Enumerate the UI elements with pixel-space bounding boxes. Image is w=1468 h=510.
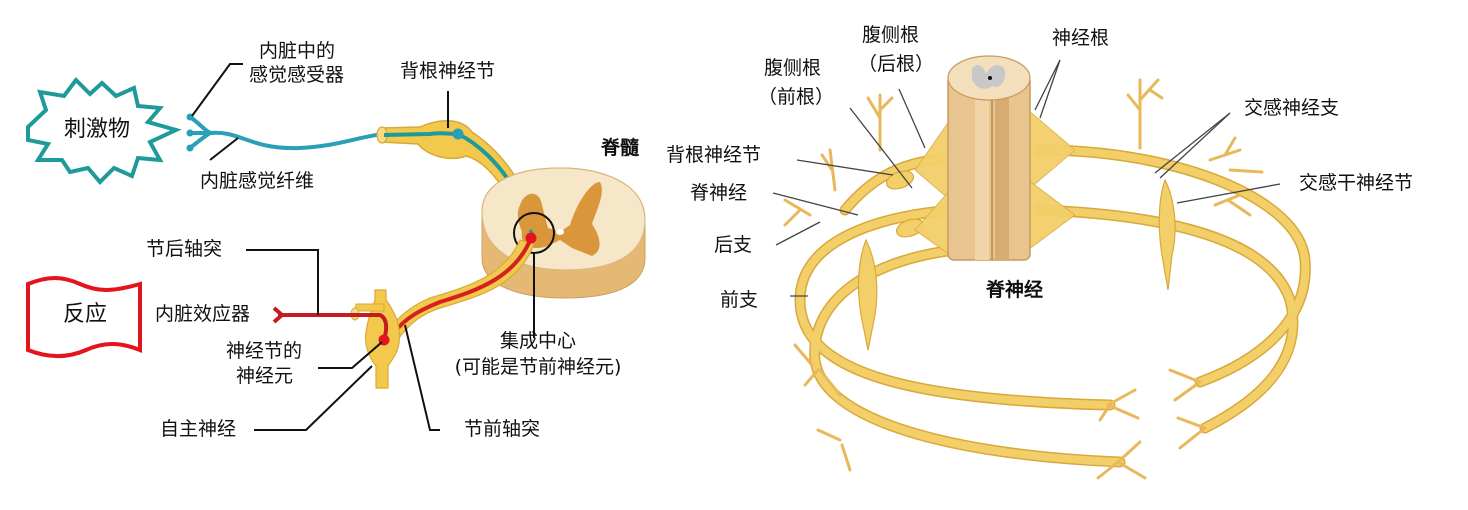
visceral-effector-label: 内脏效应器 [155, 303, 251, 325]
autonomic-nerve-label: 自主神经 [160, 418, 237, 440]
anterior-ramus-label: 前支 [720, 289, 759, 311]
postganglionic-axon-label: 节后轴突 [146, 238, 223, 260]
posterior-ramus-label: 后支 [714, 234, 753, 256]
preganglionic-axon-path [384, 237, 533, 344]
ganglion-neuron-label-1: 神经节的 [226, 340, 303, 362]
nerve-roots-label: 神经根 [1052, 27, 1110, 49]
response-banner [26, 276, 142, 358]
ventral-root-back-label-1: 腹侧根 [862, 24, 920, 46]
visceral-sensory-fiber-label: 内脏感觉纤维 [200, 170, 315, 192]
integration-neuron [525, 232, 537, 244]
stimulus-starburst [26, 76, 182, 185]
leader-lines-left [191, 63, 535, 431]
visceral-sensory-fiber [188, 115, 387, 151]
ventral-root-back-label-2: （后根） [858, 53, 935, 75]
response-label: 反应 [62, 302, 107, 327]
ventral-root-front-label-1: 腹侧根 [764, 57, 822, 79]
stimulus-label: 刺激物 [63, 117, 130, 142]
integration-center-label-1: 集成中心 [499, 330, 576, 352]
right-spinal-nerve-label: 脊神经 [690, 182, 748, 204]
right-nerve-illustration [783, 55, 1311, 480]
ventral-root-front-label-2: （前根） [758, 86, 835, 108]
ganglion-neuron-label-2: 神经元 [236, 365, 294, 387]
spinal-cord-label: 脊髓 [601, 137, 640, 159]
integration-center-label-2: (可能是节前神经元) [454, 356, 622, 378]
dorsal-root-ganglion-label: 背根神经节 [400, 60, 496, 82]
effector-ending [272, 306, 286, 324]
leader-lines-right [772, 59, 1281, 297]
dorsal-root-ganglion-cell [452, 128, 464, 140]
sympathetic-trunk-ganglion-label: 交感干神经节 [1299, 172, 1414, 194]
visceral-receptor-label-1: 内脏中的 [259, 40, 336, 62]
sympathetic-branch-label: 交感神经支 [1244, 97, 1340, 119]
right-dorsal-root-ganglion-label: 背根神经节 [666, 144, 762, 166]
visceral-receptor-label-2: 感觉感受器 [249, 64, 345, 86]
preganglionic-axon-label: 节前轴突 [464, 418, 541, 440]
spinal-nerve-title: 脊神经 [986, 279, 1044, 301]
